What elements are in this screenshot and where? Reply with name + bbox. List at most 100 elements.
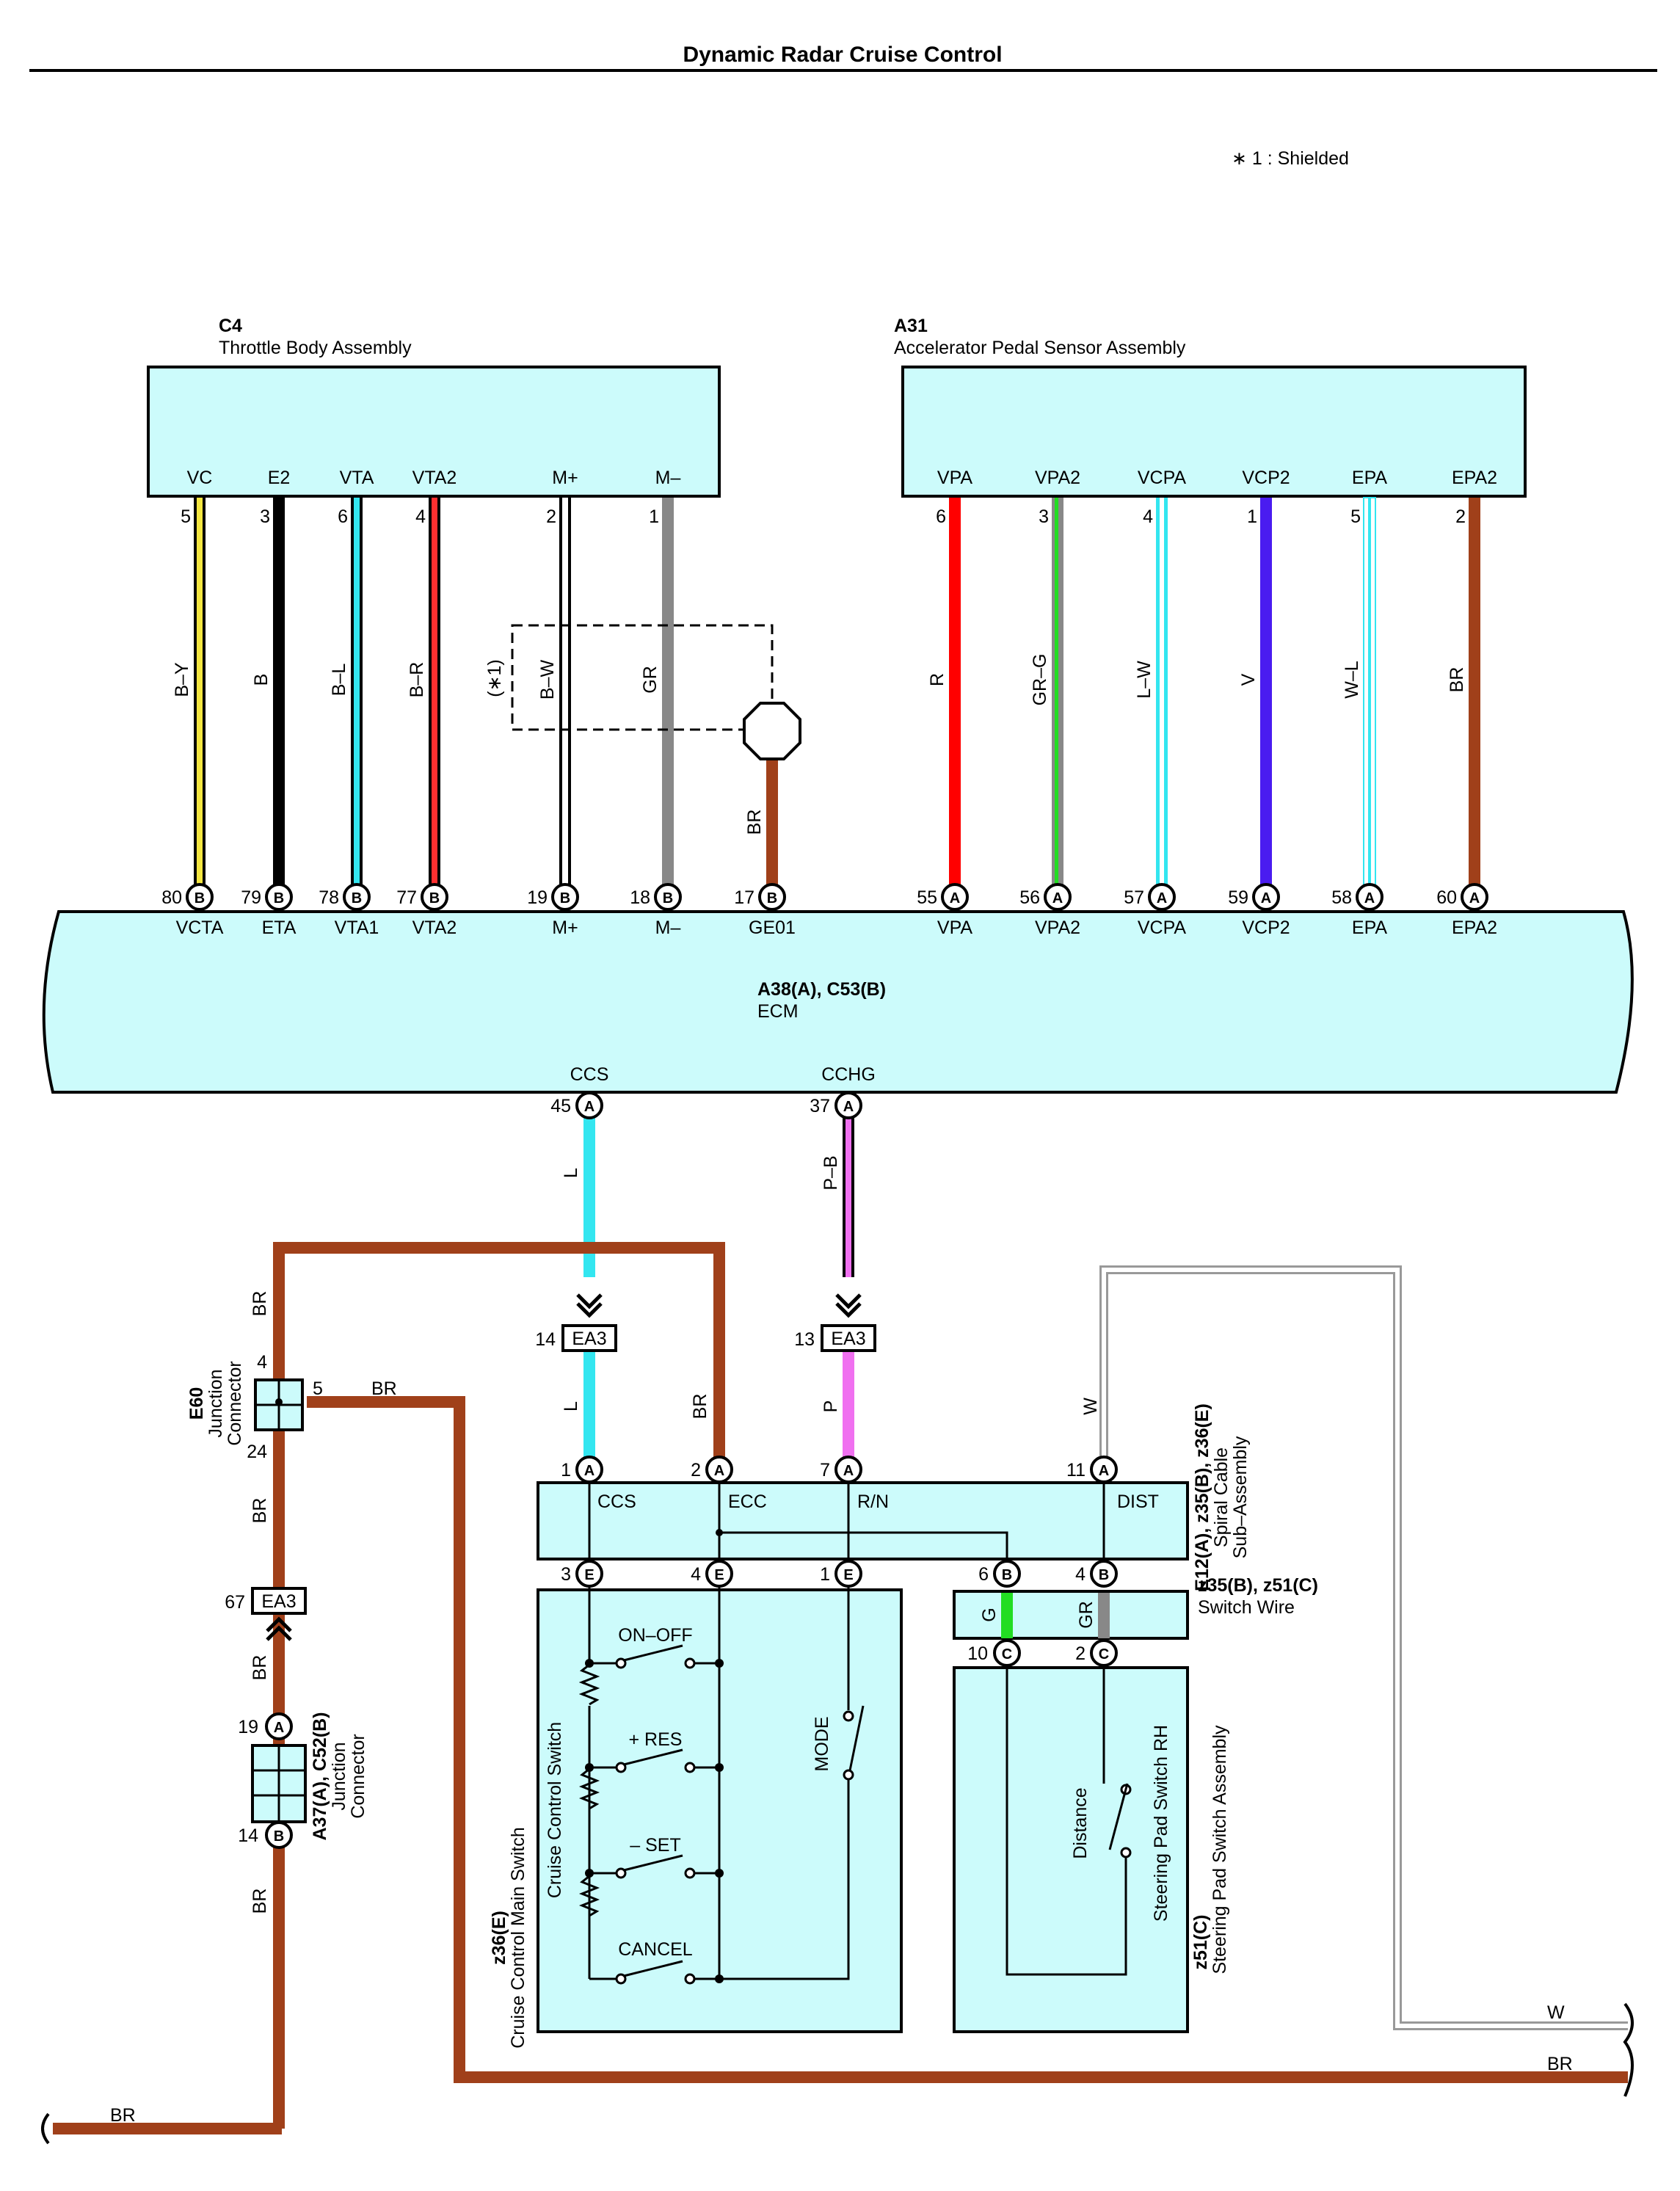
pin-num-vta: 6 — [338, 506, 348, 527]
e60-name: Junction — [206, 1369, 226, 1437]
pin-num-vta2: 4 — [415, 506, 426, 527]
a37-terminal-bottom — [265, 1821, 293, 1849]
pin-num-e2: 3 — [260, 506, 270, 527]
pin-name-vc: VC — [187, 468, 213, 488]
wire-label-br-left: BR — [110, 2105, 136, 2126]
ecm-ccs-terminal — [575, 1091, 603, 1119]
switch-trace — [719, 1776, 850, 1980]
spiral-conn-letter: B — [1099, 1567, 1109, 1583]
ea3-pin: 67 — [225, 1592, 245, 1613]
spiral-conn-letter: A — [1099, 1463, 1109, 1479]
wire-label-e2: B — [251, 674, 272, 686]
pad-switch-sub: Steering Pad Switch RH — [1151, 1725, 1171, 1922]
spiral-bottom-terminal — [1090, 1560, 1118, 1588]
ea3-connector — [561, 1324, 617, 1352]
pin-name-epa2: EPA2 — [1452, 468, 1497, 488]
ea3-label: EA3 — [261, 1591, 296, 1612]
ecm-conn-letter: A — [1469, 890, 1480, 906]
chevron-up-icon — [266, 1616, 292, 1641]
ecm-pin-num: 55 — [917, 887, 937, 908]
wire-label-p: P — [821, 1400, 841, 1413]
wire-label-br: BR — [690, 1394, 710, 1420]
wire-gr — [1098, 1593, 1110, 1638]
ecm-conn-letter: A — [1261, 890, 1271, 906]
accel-sensor-box — [901, 366, 1527, 498]
pin-name-e2: E2 — [268, 468, 291, 488]
spiral-conn-letter: A — [714, 1463, 724, 1479]
shield-marker: (∗1) — [484, 659, 505, 697]
spiral-terminal-ccs — [575, 1456, 603, 1483]
wire-ge01 — [766, 756, 778, 895]
switch-mode — [843, 1705, 865, 1781]
wire-mplus — [559, 498, 571, 894]
ecm-conn-letter: B — [274, 890, 284, 906]
wire-label-epa2: BR — [1447, 667, 1467, 693]
pin-num-epa: 5 — [1350, 506, 1361, 527]
ecm-term-name: M– — [655, 918, 681, 938]
spiral-cable-box — [537, 1481, 1189, 1560]
e60-pin: 24 — [247, 1442, 267, 1462]
ecm-conn-letter: B — [560, 890, 570, 906]
wire-break-mark — [41, 2112, 50, 2145]
ecm-conn-letter: A — [950, 890, 960, 906]
ecm-conn-letter: B — [767, 890, 777, 906]
wire-epa — [1363, 497, 1376, 895]
wire-label-ccs: L — [561, 1168, 581, 1178]
e60-code: E60 — [186, 1387, 207, 1420]
a37-conn-letter: B — [274, 1828, 284, 1845]
pin-name-epa: EPA — [1352, 468, 1387, 488]
ecm-term-name: VPA2 — [1035, 918, 1080, 938]
wire-vta2 — [429, 498, 440, 894]
shield-note: ∗ 1 : Shielded — [1232, 148, 1349, 169]
ecm-box — [42, 910, 1634, 1094]
spiral-conn-letter: E — [843, 1567, 853, 1583]
wire-label-vta: B–L — [329, 664, 349, 697]
pin-name-mplus: M+ — [552, 468, 578, 488]
wire-label-l: L — [561, 1401, 581, 1411]
pin-name-vta2: VTA2 — [412, 468, 457, 488]
wire-vpa — [949, 498, 961, 894]
ea3-label: EA3 — [831, 1329, 865, 1349]
spiral-terminal-rn — [834, 1456, 862, 1483]
a37-conn-letter: A — [274, 1720, 284, 1736]
pin-num-vcpa: 4 — [1143, 506, 1153, 527]
switch-wire-pin: 10 — [967, 1643, 988, 1664]
wire-label-br: BR — [250, 1889, 270, 1914]
spiral-bottom-terminal — [993, 1560, 1021, 1588]
switch-wire-pin: 2 — [1075, 1643, 1086, 1664]
wire-vcpa — [1156, 498, 1168, 894]
spiral-conn-letter: E — [714, 1567, 724, 1583]
pin-name-vpa2: VPA2 — [1035, 468, 1080, 488]
a37-name: Connector — [348, 1734, 368, 1818]
wire-label-vcpa: L–W — [1134, 661, 1154, 699]
wire-br-ecc — [273, 1242, 725, 2129]
resistor-icon — [578, 1875, 600, 1917]
ecm-ccs-name: CCS — [570, 1064, 609, 1085]
junction-dot — [275, 1398, 283, 1406]
pin-num-vc: 5 — [181, 506, 191, 527]
ecm-pin-num: 58 — [1331, 887, 1352, 908]
pin-num-mplus: 2 — [546, 506, 556, 527]
wire-label-br-right: BR — [1547, 2054, 1573, 2074]
a37-pin: 14 — [238, 1825, 258, 1846]
main-switch-code: z36(E) — [489, 1911, 509, 1965]
ecm-pin-num: 59 — [1228, 887, 1248, 908]
ecm-term-name: EPA — [1352, 918, 1387, 938]
switch-wire-conn-letter: C — [1002, 1646, 1012, 1663]
wire-label-epa: W–L — [1342, 661, 1362, 699]
wire-label-w: W — [1547, 2002, 1565, 2023]
spiral-pin: 3 — [561, 1564, 571, 1585]
ecm-term-name: VTA1 — [335, 918, 379, 938]
switch-wire-terminal — [993, 1639, 1021, 1667]
switch-label-distance: Distance — [1070, 1787, 1091, 1858]
ecm-pin-num: 18 — [630, 887, 650, 908]
spiral-conn-letter: E — [584, 1567, 594, 1583]
switch-cancel — [589, 1960, 724, 1985]
main-switch-name: Cruise Control Main Switch — [508, 1827, 528, 2049]
ecm-pin-num: 77 — [396, 887, 417, 908]
pin-num-vpa: 6 — [936, 506, 946, 527]
pad-trace — [1006, 1666, 1127, 1976]
wire-e2 — [273, 498, 285, 894]
wire-w-core — [1102, 1268, 1628, 2028]
wire-label-vpa: R — [927, 673, 948, 686]
